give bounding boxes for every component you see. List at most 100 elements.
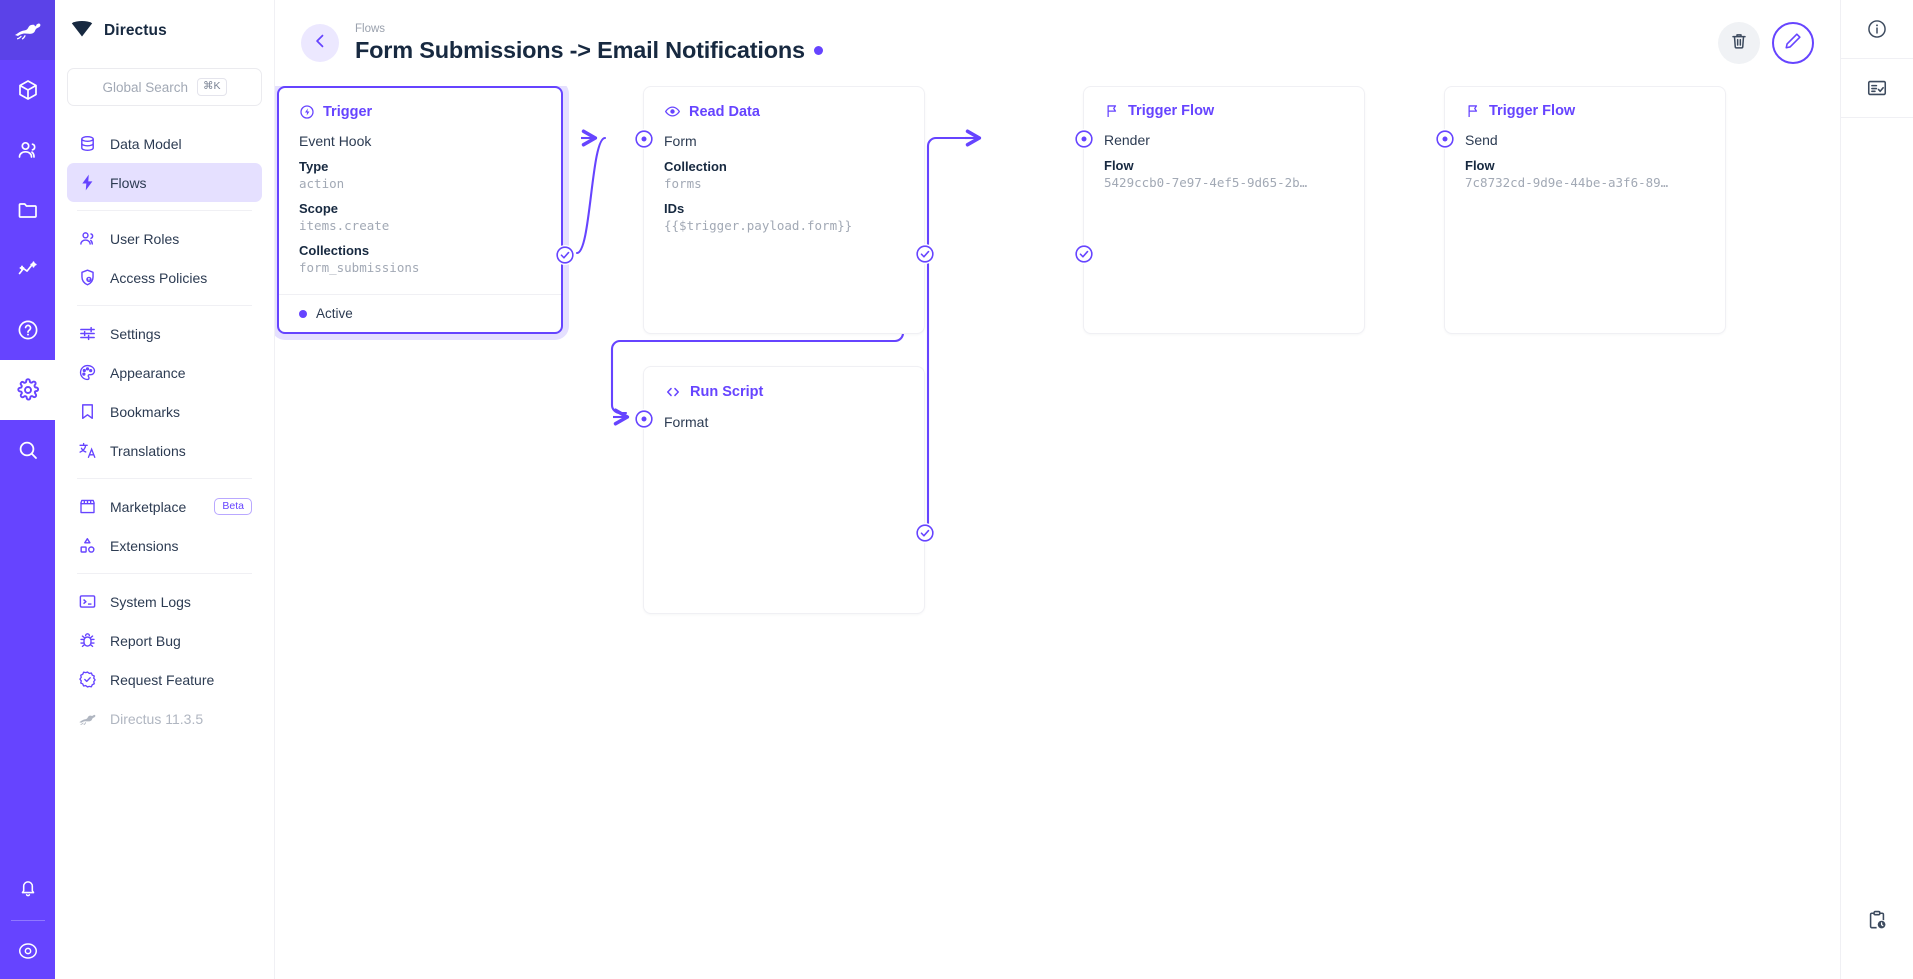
sidebar-item-appearance[interactable]: Appearance [67,353,262,392]
code-brackets-icon [664,383,682,401]
page-header: Flows Form Submissions -> Email Notifica… [275,0,1840,86]
trigger-resolve-port[interactable] [555,245,575,265]
palette-icon [77,363,97,383]
module-users-button[interactable] [0,120,55,180]
node-trigger-flow-render[interactable]: Trigger Flow Render Flow 5429ccb0-7e97-4… [1074,86,1365,334]
sidebar-item-translations[interactable]: Translations [67,431,262,470]
read-data-resolve-port[interactable] [915,244,935,264]
field-key-flow: Flow [1104,158,1134,173]
sidebar-item-report-bug[interactable]: Report Bug [67,621,262,660]
flow-runs-button[interactable] [1841,891,1913,949]
node-footer-label: Active [316,306,353,321]
sidebar-divider [77,478,252,479]
sidebar-item-extensions[interactable]: Extensions [67,526,262,565]
node-title-label: Trigger [323,104,373,120]
read-data-input-port[interactable] [634,129,654,149]
sidebar-item-access-policies[interactable]: Access Policies [67,258,262,297]
run-script-input-port[interactable] [634,409,654,429]
node-subtitle: Send [1465,132,1498,148]
field-key-type: Type [299,159,329,174]
node-subtitle: Form [664,133,697,149]
field-value-ids: {{$trigger.payload.form}} [664,218,853,233]
flow-status-dot [813,46,823,56]
terminal-icon [77,592,97,612]
arrow-left-icon [310,31,330,56]
user-account-button[interactable] [0,923,55,979]
sidebar-item-settings[interactable]: Settings [67,314,262,353]
node-title-label: Trigger Flow [1128,103,1215,119]
flow-canvas[interactable]: Trigger Event Hook Type action Scope ite… [275,86,1840,979]
sidebar-item-data-model[interactable]: Data Model [67,124,262,163]
module-search-button[interactable] [0,420,55,480]
module-content-button[interactable] [0,60,55,120]
logs-sidebar-button[interactable] [1841,59,1913,117]
delete-flow-button[interactable] [1718,22,1760,64]
settings-sidebar: Directus Global Search ⌘K Data Model [55,0,275,979]
directus-rabbit-logo [77,709,97,729]
trigger-flow-render-input-port[interactable] [1074,129,1094,149]
node-title-label: Run Script [690,384,764,400]
breadcrumb[interactable]: Flows [355,22,386,35]
back-button[interactable] [301,24,339,62]
sidebar-header: Directus [55,0,274,62]
node-body: Render Flow 5429ccb0-7e97-4ef5-9d65-2b… [1084,119,1364,190]
global-search-shortcut: ⌘K [197,78,227,96]
sidebar-item-flows[interactable]: Flows [67,163,262,202]
database-icon [77,134,97,154]
global-search-placeholder: Global Search [102,79,189,95]
bolt-icon [77,173,97,193]
sidebar-item-label: Flows [110,174,147,191]
node-title-row: Run Script [644,367,924,401]
node-body: Event Hook Type action Scope items.creat… [279,120,561,275]
node-read-data[interactable]: Read Data Form Collection forms IDs {{$t… [634,86,935,334]
right-sidebar-rail [1840,0,1913,979]
sidebar-item-label: Marketplace [110,498,187,515]
node-trigger-flow-send[interactable]: Trigger Flow Send Flow 7c8732cd-9d9e-44b… [1435,86,1726,334]
sidebar-item-label: Bookmarks [110,403,181,420]
bug-icon [77,631,97,651]
sidebar-item-label: Extensions [110,537,179,554]
edit-flow-button[interactable] [1772,22,1814,64]
node-subtitle: Render [1104,132,1150,148]
node-run-script[interactable]: Run Script Format [634,366,935,614]
title-block: Flows Form Submissions -> Email Notifica… [355,22,823,65]
active-status-dot [299,309,307,318]
module-insights-button[interactable] [0,240,55,300]
field-key-ids: IDs [664,201,685,216]
directus-rabbit-logo[interactable] [0,0,55,60]
notifications-button[interactable] [0,858,55,918]
sidebar-item-label: Report Bug [110,632,181,649]
module-rail [0,0,55,979]
node-title-label: Read Data [689,103,760,120]
marketplace-beta-badge: Beta [214,497,252,516]
module-docs-button[interactable] [0,300,55,360]
node-trigger[interactable]: Trigger Event Hook Type action Scope ite… [277,86,575,334]
field-key-flow: Flow [1465,158,1495,173]
trigger-flow-render-resolve-port[interactable] [1074,244,1094,264]
run-script-resolve-port[interactable] [915,523,935,543]
sidebar-item-request-feature[interactable]: Request Feature [67,660,262,699]
sidebar-item-user-roles[interactable]: User Roles [67,219,262,258]
badge-check-icon [77,670,97,690]
node-subtitle: Format [664,414,709,430]
sidebar-item-label: Settings [110,325,161,342]
sidebar-item-system-logs[interactable]: System Logs [67,582,262,621]
sidebar-item-bookmarks[interactable]: Bookmarks [67,392,262,431]
module-files-button[interactable] [0,180,55,240]
module-settings-button[interactable] [0,360,55,420]
global-search-input[interactable]: Global Search ⌘K [67,68,262,106]
field-key-collections: Collections [299,243,370,258]
directus-diamond-logo [71,20,93,42]
sidebar-item-label: User Roles [110,230,180,247]
field-key-collection: Collection [664,159,727,174]
node-subtitle: Event Hook [299,133,372,149]
main-content: Flows Form Submissions -> Email Notifica… [275,0,1840,979]
info-sidebar-button[interactable] [1841,0,1913,58]
trigger-flow-send-input-port[interactable] [1435,129,1455,149]
sidebar-item-marketplace[interactable]: Marketplace Beta [67,487,262,526]
sidebar-brand-title: Directus [104,22,167,39]
field-value-scope: items.create [299,218,390,233]
sidebar-item-label: Access Policies [110,269,208,286]
eye-icon [664,103,681,120]
